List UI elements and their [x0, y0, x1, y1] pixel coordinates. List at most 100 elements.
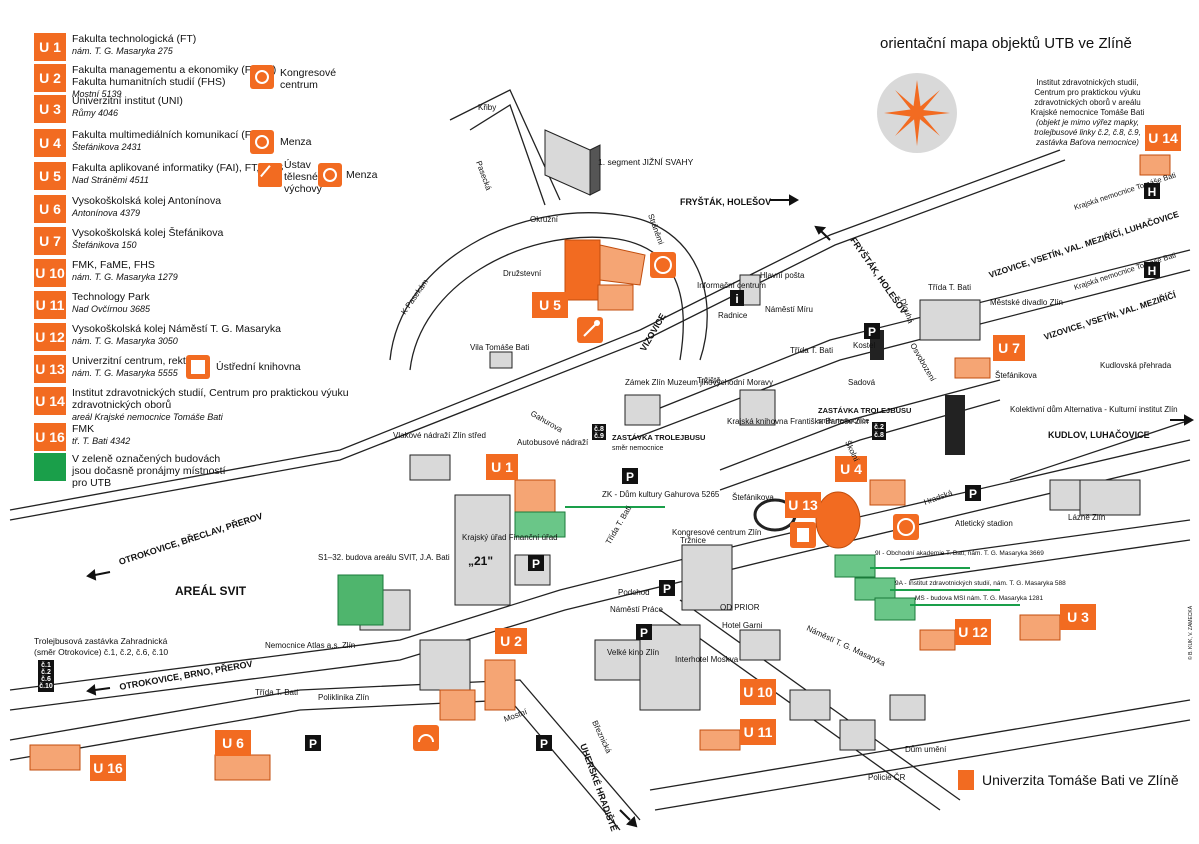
bus-stop-1: č.8 č.9: [592, 424, 606, 440]
parking-icon: P: [864, 323, 880, 339]
label-atleticky: Atletický stadion: [955, 519, 1013, 528]
legend-name: Univerzitní centrum, rektorát: [72, 355, 204, 367]
legend-addr: Nad Stráněmi 4511: [72, 175, 149, 185]
compass-rose: [877, 73, 957, 153]
legend-name: Institut zdravotnických studií, Centrum …: [72, 387, 349, 399]
legend-badge: U 4: [34, 129, 66, 157]
legend-name: FMK, FaME, FHS: [72, 259, 155, 271]
label-segment: 1. segment JIŽNÍ SVAHY: [598, 157, 694, 167]
label-informacni: Informační centrum: [697, 281, 766, 290]
congress-icon: [250, 65, 274, 89]
svg-text:P: P: [540, 737, 548, 751]
marker-u16: U 16: [90, 755, 126, 781]
label-radnice: Radnice: [718, 311, 748, 320]
label-tridabati4: Třída T. Bati: [928, 283, 971, 292]
legend-badge: U 13: [34, 355, 66, 383]
legend-badge: U 6: [34, 195, 66, 223]
svg-text:č.6: č.6: [41, 676, 51, 683]
legend-addr: Mostní 5139: [72, 89, 122, 99]
svg-text:U 5: U 5: [539, 297, 561, 313]
u14-info-line: zdravotnických oborů v areálu: [1034, 98, 1141, 107]
svg-text:H: H: [1148, 185, 1157, 199]
label-gahurova: Gahurova: [529, 409, 564, 435]
label-otrokovice1: OTROKOVICE, BŘECLAV, PŘEROV: [117, 510, 264, 567]
legend-name: Vysokoškolská kolej Antonínova: [72, 195, 222, 207]
marker-u6: U 6: [215, 730, 251, 756]
menza-icon: [318, 163, 342, 187]
label-knihovna: Krajská knihovna Františka Bartoše Zlín: [727, 417, 868, 426]
legend-item-u4: U 4 Fakulta multimediálních komunikací (…: [34, 129, 270, 157]
u14-info-line: zastávka Baťova nemocnice): [1036, 138, 1139, 147]
svg-text:P: P: [868, 325, 876, 339]
legend-sport-label: Ústav tělesné výchovy: [284, 159, 322, 195]
svg-text:H: H: [1148, 264, 1157, 278]
label-krajsky: Krajský úřad Finanční úřad: [462, 533, 558, 542]
label-zastavka1b: směr nemocnice: [612, 445, 663, 452]
label-policie: Policie ČR: [868, 773, 906, 782]
hospital-icon: H: [1144, 262, 1160, 278]
map-labels: FRYŠTÁK, HOLEŠOV FRYŠTÁK, HOLEŠOV VIZOVI…: [117, 103, 1194, 833]
parking-signs: P P P P P P P P H H i: [305, 183, 1160, 751]
legend-badge: U 7: [34, 227, 66, 255]
label-bruska: Březnická: [590, 719, 613, 755]
svg-text:č.9: č.9: [594, 433, 604, 440]
bus-stop-left: č.1 č.2 č.6 č.10: [38, 660, 54, 692]
label-divadlo: Městské divadlo Zlín: [990, 298, 1063, 307]
legend-name: Fakulta aplikované informatiky (FAI), FT…: [72, 162, 284, 174]
sport-icon: [258, 163, 282, 187]
label-prior: OD PRIOR: [720, 603, 760, 612]
legend-name: Vysokoškolská kolej Štefánikova: [72, 227, 224, 239]
direction-arrows: [86, 194, 1195, 828]
legend-addr: nám. T. G. Masaryka 3050: [72, 336, 178, 346]
label-pasecka: Pasecká: [474, 160, 493, 192]
parking-icon: P: [622, 468, 638, 484]
legend-addr: Štefánikova 150: [72, 240, 137, 250]
legend-badge: U 2: [34, 64, 66, 92]
marker-u11: U 11: [740, 719, 776, 745]
legend-name2: zdravotnických oborů: [72, 399, 172, 411]
u14-info-line: Institut zdravotnických studií,: [1036, 78, 1139, 87]
legend-menza2-label: Menza: [346, 169, 378, 181]
label-vila: Vila Tomáše Bati: [470, 343, 530, 352]
page-title: orientační mapa objektů UTB ve Zlíně: [880, 35, 1132, 52]
legend-green-text: V zeleně označených budovách jsou dočasn…: [72, 453, 226, 489]
label-frystak: FRYŠTÁK, HOLEŠOV: [680, 196, 771, 207]
trolejbus-note: Trolejbusová zastávka Zahradnická (směr …: [34, 636, 168, 658]
legend-badge: U 10: [34, 259, 66, 287]
parking-icon: P: [659, 580, 675, 596]
svg-text:U 12: U 12: [958, 624, 988, 640]
label-trznice: Tržnice: [680, 536, 706, 545]
sport-icon: [577, 317, 603, 343]
label-tridabati2: Třída T. Bati: [604, 504, 633, 546]
legend-addr: Štefánikova 2431: [72, 142, 142, 152]
label-osvobozeni: Osvobození: [908, 342, 938, 384]
label-vizovice2: VIZOVICE, VSETÍN, VAL. MEZIŘÍČÍ: [1042, 289, 1177, 342]
green-lines: [565, 506, 1020, 606]
svg-text:č.10: č.10: [39, 683, 53, 690]
label-21: „21": [468, 554, 493, 568]
label-hotel: Hotel Garni: [722, 621, 763, 630]
legend-name: FMK: [72, 423, 95, 435]
label-nemocnice1: Krajská nemocnice Tomáše Bati: [1073, 170, 1177, 212]
legend-badge: U 16: [34, 423, 66, 451]
label-izs: 9A - Institut zdravotnických studií, nám…: [895, 580, 1066, 587]
svg-text:U 13: U 13: [788, 497, 818, 513]
u14-info: Institut zdravotnických studií, Centrum …: [1020, 78, 1155, 148]
label-nemocnice: Nemocnice Atlas a.s. Zlín: [265, 641, 355, 650]
legend-badge: U 1: [34, 33, 66, 61]
label-kudlovska: Kudlovská přehrada: [1100, 361, 1172, 370]
u14-info-line: (objekt je mimo výřez mapky,: [1036, 118, 1139, 127]
svg-text:U 4: U 4: [840, 461, 862, 477]
parking-icon: P: [536, 735, 552, 751]
legend-congress-label: Kongresové centrum: [280, 67, 337, 91]
congress-icon: [413, 725, 439, 751]
parking-icon: P: [636, 624, 652, 640]
map-icons: [413, 252, 919, 751]
marker-u13: U 13: [785, 492, 821, 518]
marker-u5: U 5: [532, 292, 568, 318]
svg-text:č.2: č.2: [874, 424, 884, 431]
